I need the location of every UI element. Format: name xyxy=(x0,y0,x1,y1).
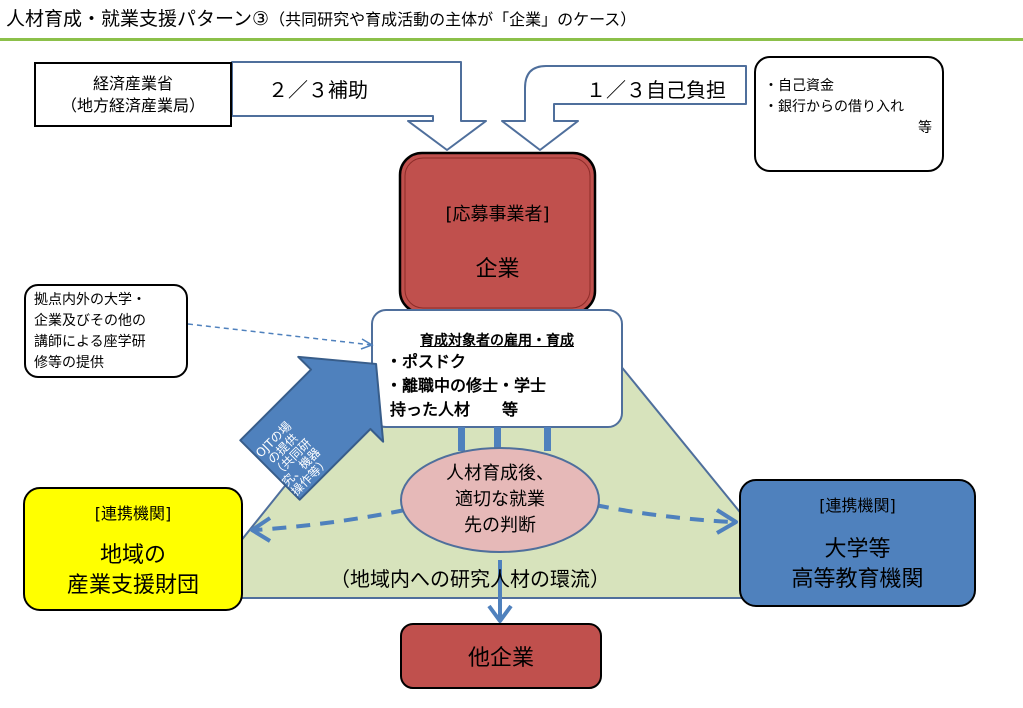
partner-right-box xyxy=(739,479,976,607)
subsidy-arrow xyxy=(231,61,487,151)
dashed-arrow-left xyxy=(254,508,406,532)
self-pay-label: １／３自己負担 xyxy=(586,78,726,102)
title-main: 人材育成・就業支援パターン③ xyxy=(6,8,270,30)
lecture-line3: 講師による座学研 xyxy=(34,334,146,350)
ojt-arrow xyxy=(239,355,385,501)
trainee-postdoc: ・ポスドク xyxy=(386,352,467,371)
applicant-name: 企業 xyxy=(475,257,520,282)
connector-bar xyxy=(494,427,501,451)
self-pay-arrow xyxy=(501,65,747,151)
partner-left-line2: 産業支援財団 xyxy=(66,573,199,598)
partner-right-line2: 高等教育機関 xyxy=(791,567,924,592)
subsidy-label: ２／３補助 xyxy=(268,78,368,102)
connector-bar xyxy=(458,427,465,451)
lecture-arrowhead xyxy=(360,338,374,350)
judgement-line3: 先の判断 xyxy=(464,515,536,536)
judgement-ellipse xyxy=(400,447,600,553)
partner-right-line1: 大学等 xyxy=(824,537,891,562)
sources-line3: 等 xyxy=(918,120,932,136)
ministry-line1: 経済産業省 xyxy=(92,73,173,93)
ministry-box: 経済産業省 （地方経済産業局） xyxy=(34,62,232,127)
partner-right-label: [連携機関] xyxy=(819,496,896,515)
trainees-heading: 育成対象者の雇用・育成 xyxy=(420,333,574,349)
trainee-talent: 持った人材 等 xyxy=(390,400,519,419)
sources-line1: ・自己資金 xyxy=(764,78,834,94)
partner-left-box xyxy=(23,487,243,611)
lecture-line4: 修等の提供 xyxy=(34,355,104,371)
funding-sources-box: ・自己資金 ・銀行からの借り入れ 等 xyxy=(754,56,944,172)
other-company-box xyxy=(400,623,602,689)
judgement-text: 人材育成後、 適切な就業 先の判断 xyxy=(401,452,599,548)
page-title: 人材育成・就業支援パターン③（共同研究や育成活動の主体が「企業」のケース） xyxy=(6,4,636,31)
lecture-line2: 企業及びその他の xyxy=(34,313,146,329)
connector-bar xyxy=(544,427,551,451)
arrowhead-left xyxy=(250,516,272,543)
down-arrowhead xyxy=(487,604,513,623)
applicant-label: [応募事業者] xyxy=(445,204,550,225)
partner-left-label: [連携機関] xyxy=(94,504,172,523)
title-rule xyxy=(0,38,1023,41)
ministry-line2: （地方経済産業局） xyxy=(60,95,205,115)
lecture-dashed-line xyxy=(187,323,373,346)
partner-left-line1: 地域の xyxy=(99,543,166,568)
trainees-list: ・ポスドク ・離職中の修士・学士 持った人材 等 xyxy=(386,350,546,422)
applicant-box-inner xyxy=(404,157,591,309)
arrowhead-right xyxy=(715,508,738,535)
lecture-line1: 拠点内外の大学・ xyxy=(34,292,146,308)
lecture-note-box: 拠点内外の大学・ 企業及びその他の 講師による座学研 修等の提供 xyxy=(24,284,188,378)
title-sub: （共同研究や育成活動の主体が「企業」のケース） xyxy=(269,10,637,29)
partner-right-name: 大学等 高等教育機関 xyxy=(740,532,975,598)
judgement-line2: 適切な就業 xyxy=(455,489,545,510)
other-company-label: 他企業 xyxy=(467,646,534,671)
partner-left-name: 地域の 産業支援財団 xyxy=(24,538,242,604)
trainee-unemployed: ・離職中の修士・学士 xyxy=(386,376,547,395)
dashed-arrow-right xyxy=(594,503,733,524)
sources-line2: ・銀行からの借り入れ xyxy=(764,99,904,115)
judgement-line1: 人材育成後、 xyxy=(446,463,554,484)
applicant-box xyxy=(398,151,597,315)
circulation-text: （地域内への研究人材の環流） xyxy=(330,567,610,591)
